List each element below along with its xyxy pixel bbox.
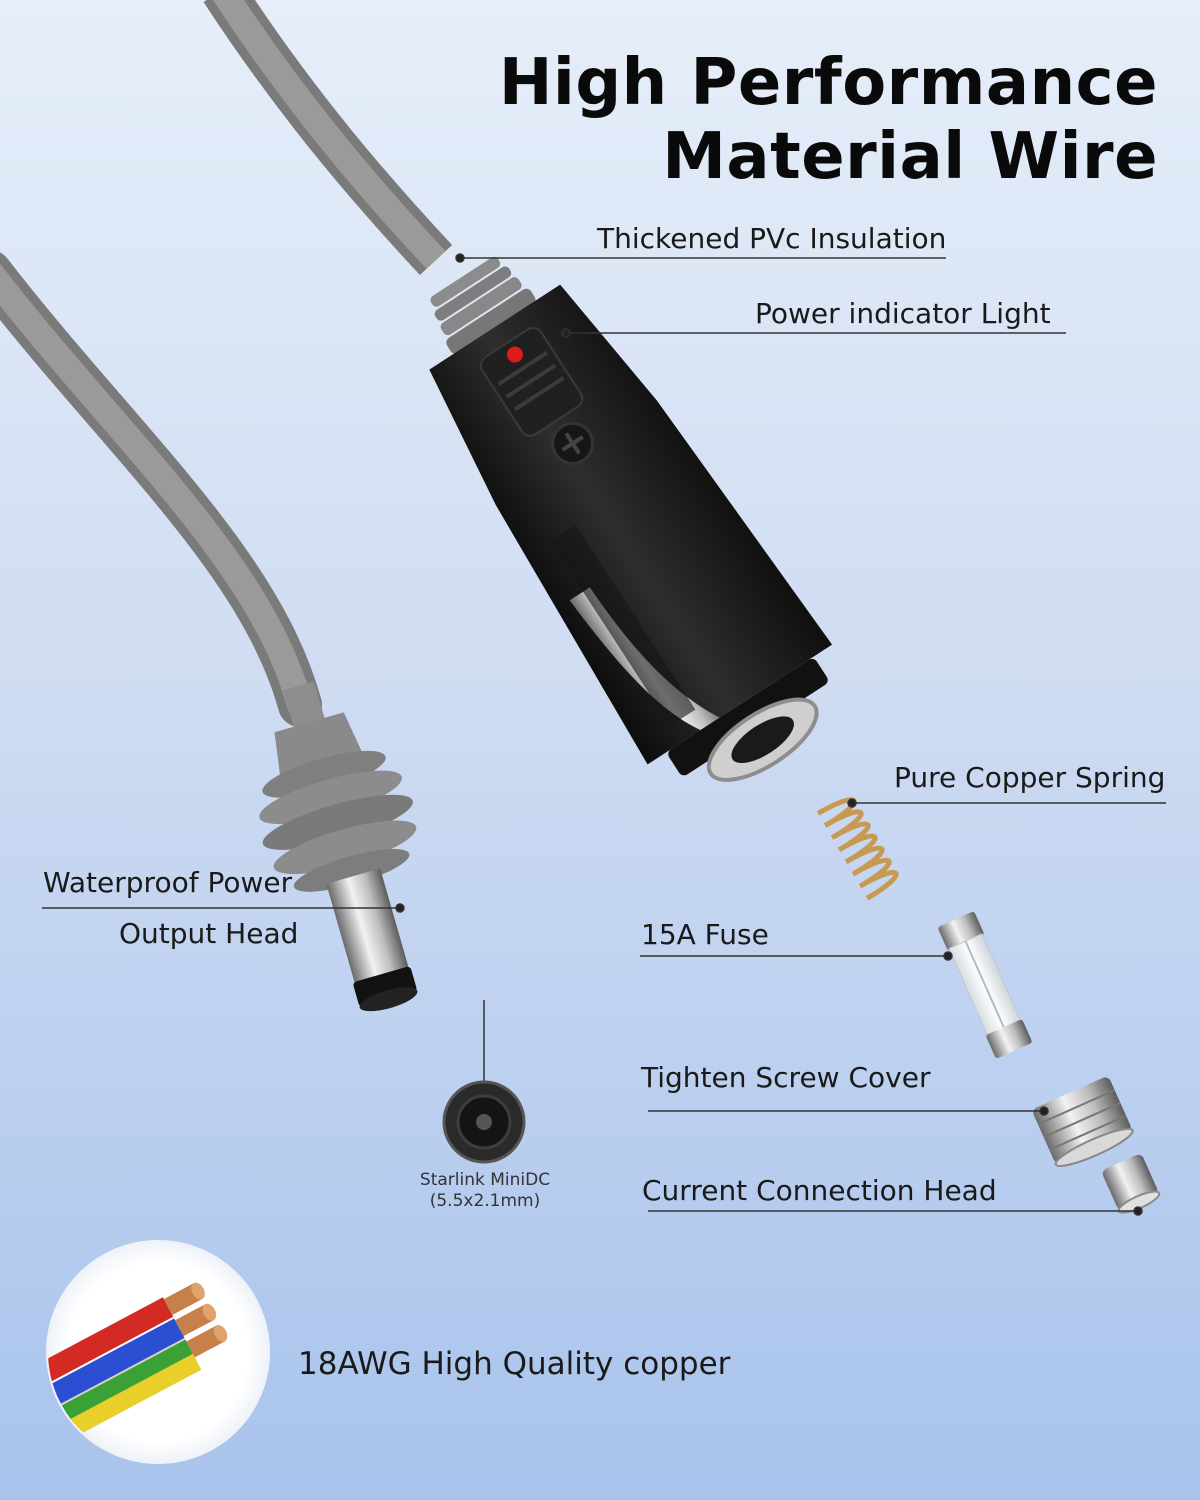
label-fuse: 15A Fuse bbox=[641, 918, 769, 951]
label-output-line1: Waterproof Power bbox=[43, 866, 293, 899]
label-insulation: Thickened PVc Insulation bbox=[597, 222, 947, 255]
title-line-2: Material Wire bbox=[662, 120, 1158, 194]
title-line-1: High Performance bbox=[498, 46, 1158, 120]
screw-cover-icon bbox=[1033, 1077, 1134, 1167]
connection-head-icon bbox=[1102, 1154, 1161, 1214]
car-cable bbox=[203, 0, 453, 276]
label-connection-head: Current Connection Head bbox=[642, 1174, 997, 1207]
dc-cable bbox=[0, 252, 322, 727]
label-spring: Pure Copper Spring bbox=[894, 761, 1166, 794]
connector-caption: Starlink MiniDC (5.5x2.1mm) bbox=[375, 1170, 595, 1212]
callout-lines bbox=[42, 253, 1166, 1216]
copper-label: 18AWG High Quality copper bbox=[298, 1346, 731, 1382]
fuse-icon bbox=[938, 912, 1032, 1058]
dc-barrel-icon bbox=[259, 681, 418, 1012]
car-plug-icon bbox=[429, 256, 833, 782]
wire-bundle-icon bbox=[46, 1240, 270, 1464]
connector-caption-line2: (5.5x2.1mm) bbox=[429, 1191, 541, 1211]
page-title: High Performance Material Wire bbox=[499, 46, 1158, 194]
label-screw-cover: Tighten Screw Cover bbox=[641, 1061, 931, 1094]
connector-caption-line1: Starlink MiniDC bbox=[419, 1170, 551, 1190]
connector-end-view bbox=[442, 1080, 526, 1164]
label-indicator: Power indicator Light bbox=[755, 297, 1051, 330]
label-output-line2: Output Head bbox=[119, 917, 299, 950]
spring-icon bbox=[816, 797, 899, 901]
